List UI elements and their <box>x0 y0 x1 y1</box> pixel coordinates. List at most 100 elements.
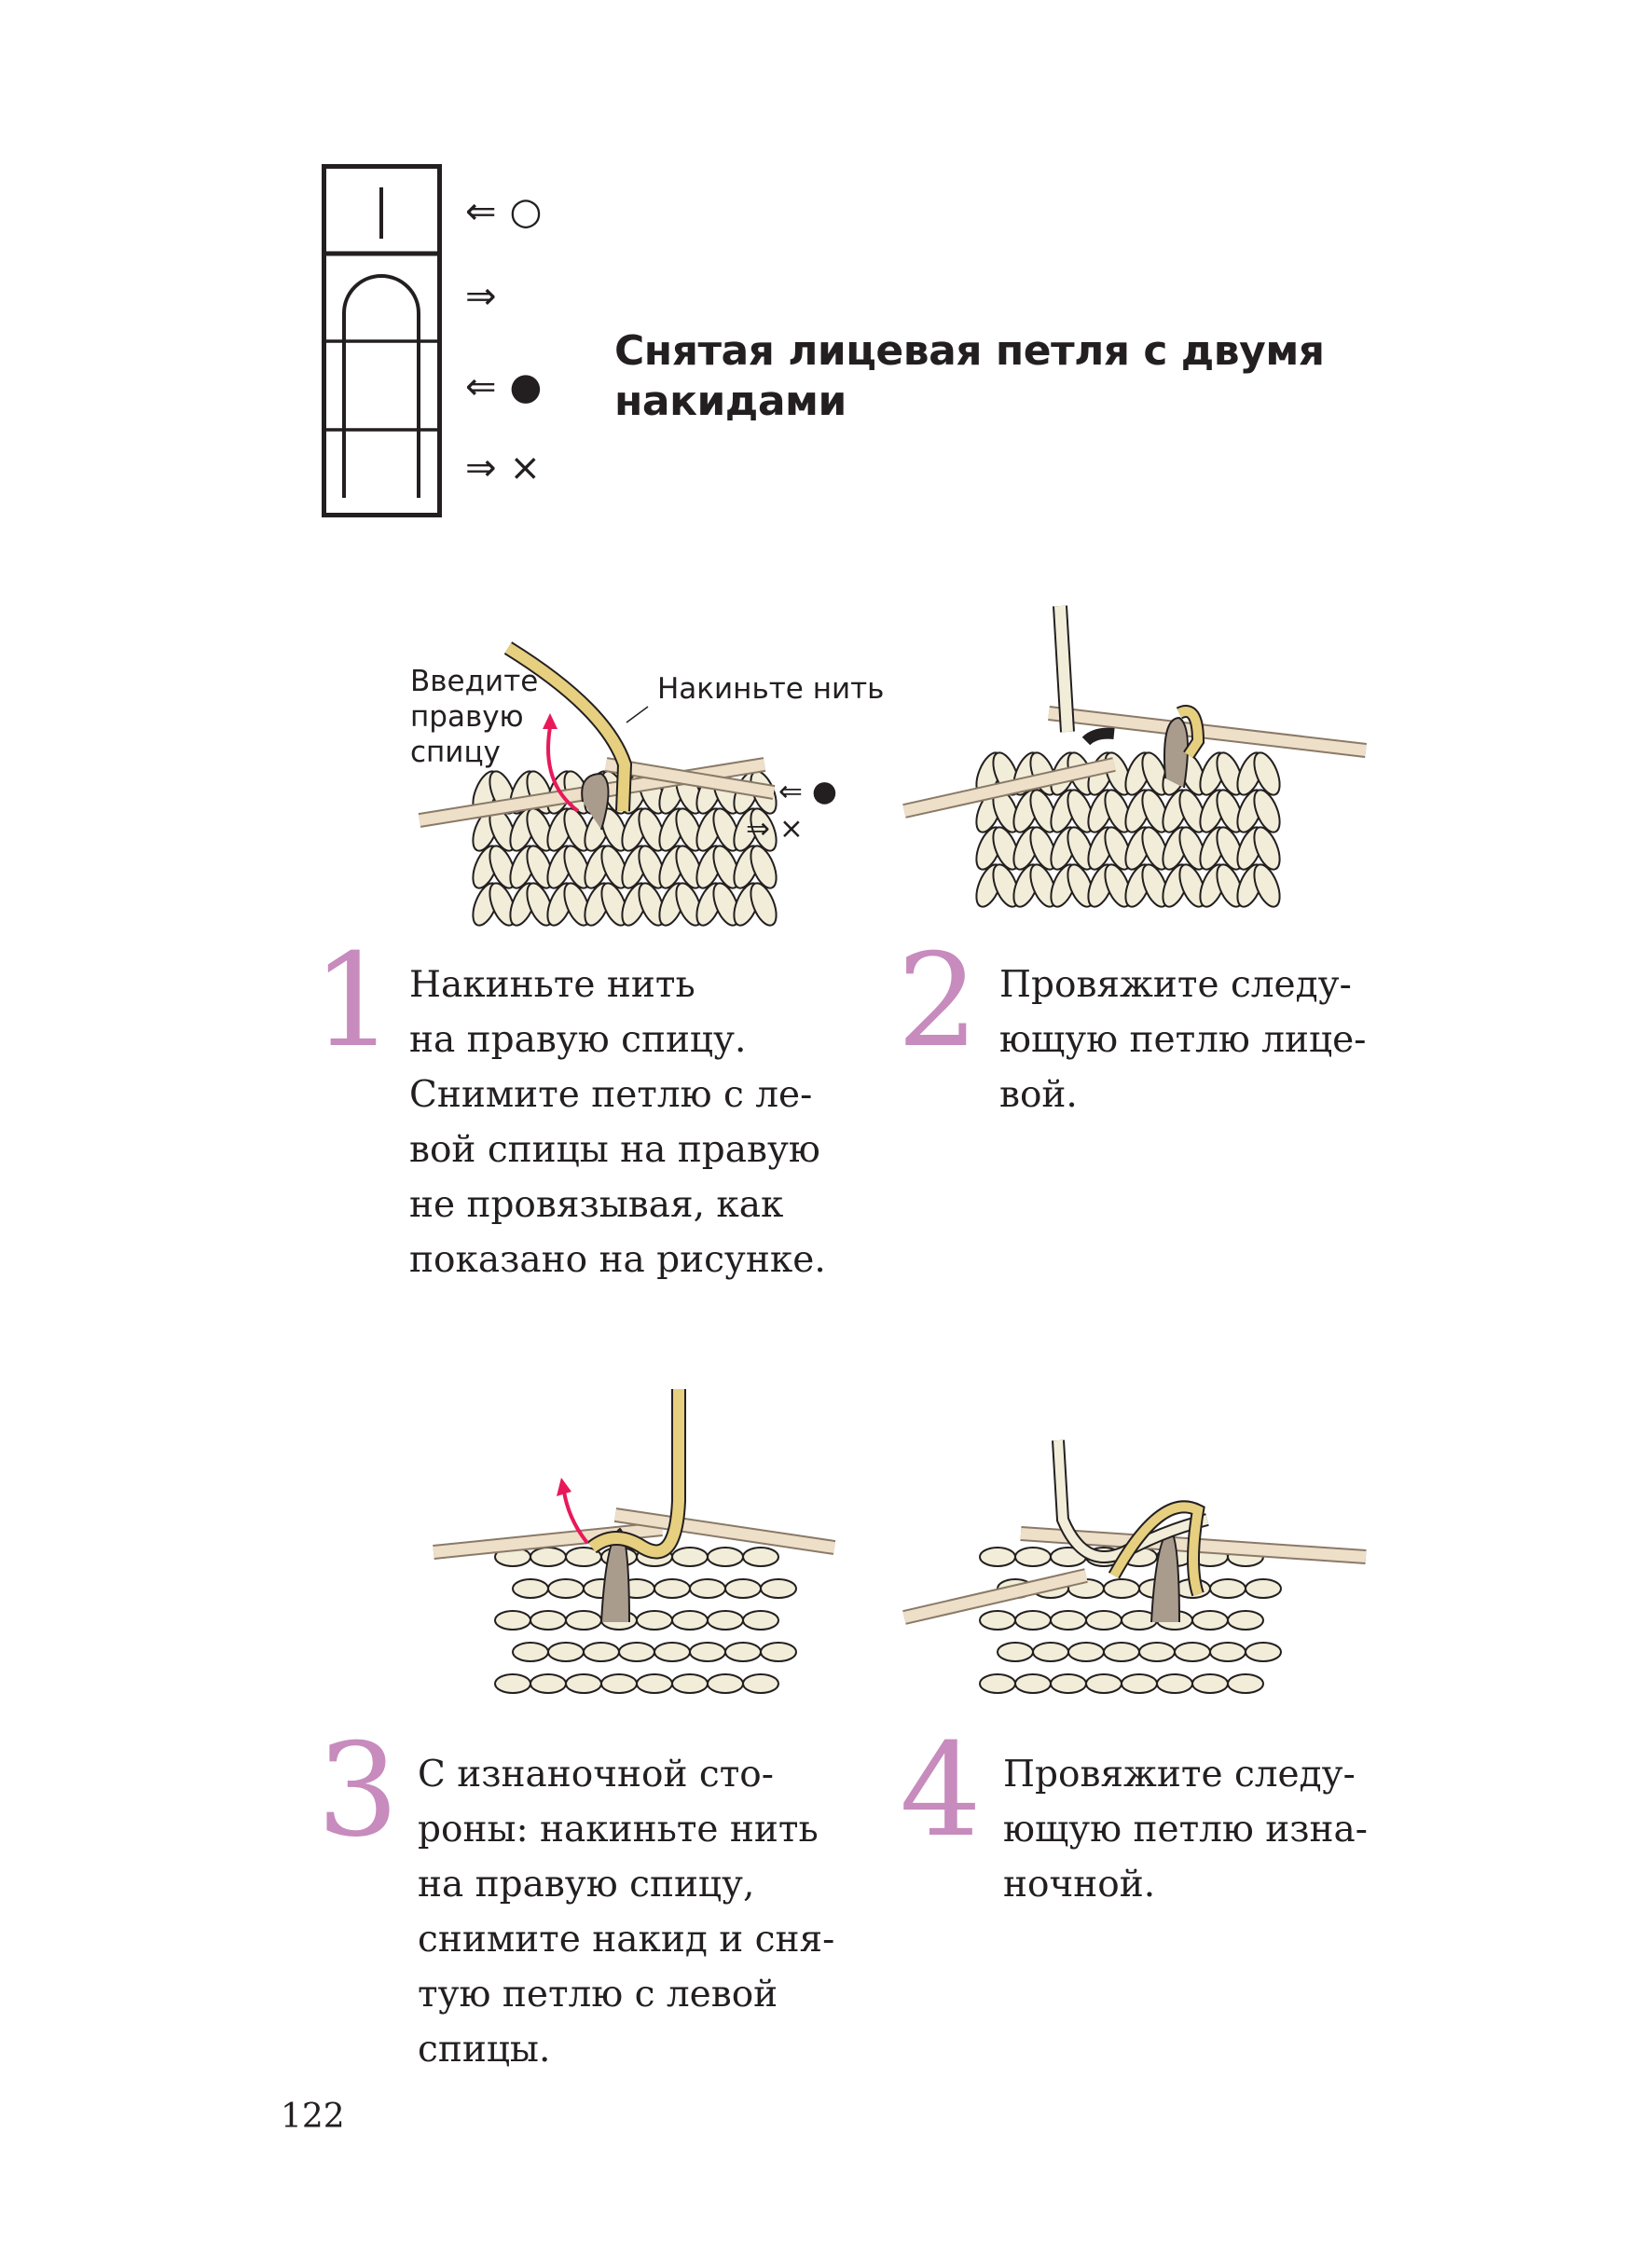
filled-circle-icon: ● <box>811 775 837 808</box>
purl-stitch <box>707 1673 744 1694</box>
purl-stitch <box>565 1610 602 1631</box>
text-line: Накиньте нить <box>409 964 695 1006</box>
purl-stitch <box>671 1673 709 1694</box>
step-number-3: 3 <box>317 1715 399 1865</box>
knit-stitch <box>600 882 628 927</box>
purl-stitch <box>1014 1610 1052 1631</box>
label-line: Введите <box>410 665 539 698</box>
text-line: ющую петлю изна- <box>1003 1809 1368 1851</box>
left-arrow-icon: ⇐ <box>465 365 497 408</box>
purl-stitch <box>512 1578 549 1599</box>
right-arrow-icon: ⇒ <box>465 275 497 318</box>
purl-stitch <box>494 1610 531 1631</box>
knit-stitch <box>1067 826 1094 871</box>
knit-stitch <box>1253 863 1281 908</box>
purl-stitch <box>742 1673 779 1694</box>
purl-stitch <box>618 1642 655 1662</box>
purl-stitch <box>707 1547 744 1567</box>
purl-stitch <box>979 1610 1016 1631</box>
step-text-2: Провяжите следу- ющую петлю лице- вой. <box>999 957 1366 1122</box>
purl-stitch <box>1138 1642 1176 1662</box>
text-line: снимите накид и сня- <box>418 1919 835 1961</box>
text-line: вой спицы на правую <box>409 1129 820 1171</box>
purl-stitch <box>742 1610 779 1631</box>
purl-stitch <box>724 1642 762 1662</box>
knit-stitch <box>1141 863 1169 908</box>
text-line: С изнаночной сто- <box>418 1754 774 1796</box>
text-line: Снимите петлю с ле- <box>409 1074 813 1116</box>
purl-stitch <box>1121 1673 1158 1694</box>
knit-stitch <box>1104 826 1132 871</box>
cross-icon: × <box>509 447 542 489</box>
text-line: Провяжите следу- <box>999 964 1352 1006</box>
text-line: вой. <box>999 1074 1078 1116</box>
knit-stitch <box>526 845 554 889</box>
text-line: ющую петлю лице- <box>999 1019 1367 1061</box>
knit-stitch <box>1216 863 1244 908</box>
purl-stitch <box>1032 1642 1069 1662</box>
knit-stitch <box>1029 789 1057 833</box>
knit-stitch <box>1141 789 1169 833</box>
knit-stitch <box>1178 826 1206 871</box>
filled-circle-icon: ● <box>509 365 543 408</box>
knit-stitch <box>1029 826 1057 871</box>
purl-stitch <box>1067 1642 1105 1662</box>
left-arrow-icon: ⇐ <box>465 190 497 233</box>
purl-stitch <box>1050 1610 1087 1631</box>
purl-stitch <box>1209 1578 1246 1599</box>
knit-stitch <box>1216 751 1244 796</box>
purl-stitch <box>979 1547 1016 1567</box>
purl-stitch <box>494 1673 531 1694</box>
purl-stitch <box>1014 1673 1052 1694</box>
text-line: спицы. <box>418 2029 551 2071</box>
purl-stitch <box>671 1610 709 1631</box>
purl-stitch <box>689 1642 726 1662</box>
knit-stitch <box>750 807 778 852</box>
knit-stitch <box>638 845 666 889</box>
step-text-4: Провяжите следу- ющую петлю изна- ночной… <box>1003 1747 1368 1912</box>
purl-stitch <box>636 1673 673 1694</box>
knit-stitch <box>1104 789 1132 833</box>
illustration-step-1 <box>418 641 778 927</box>
knit-stitch <box>600 845 628 889</box>
purl-stitch <box>547 1642 585 1662</box>
knit-stitch <box>712 807 740 852</box>
purl-stitch <box>547 1578 585 1599</box>
purl-stitch <box>671 1547 709 1567</box>
knit-stitch <box>1253 751 1281 796</box>
purl-fabric <box>494 1547 797 1694</box>
knit-stitch <box>526 882 554 927</box>
text-line: Провяжите следу- <box>1003 1754 1356 1796</box>
title-line: Снятая лицевая петля с двумя <box>614 327 1325 375</box>
knit-stitch <box>675 882 703 927</box>
knit-stitch <box>712 882 740 927</box>
purl-stitch <box>530 1673 567 1694</box>
purl-stitch <box>724 1578 762 1599</box>
knit-stitch <box>1216 789 1244 833</box>
knit-stitch <box>563 807 591 852</box>
knit-stitch <box>563 845 591 889</box>
step-text-1: Накиньте нить на правую спицу. Снимите п… <box>409 957 826 1287</box>
purl-stitch <box>1085 1610 1122 1631</box>
row-mark-right-side: ⇒ × <box>746 811 804 846</box>
text-line: показано на рисунке. <box>409 1239 826 1281</box>
page-number: 122 <box>281 2098 345 2136</box>
knit-stitch <box>1253 789 1281 833</box>
purl-stitch <box>742 1547 779 1567</box>
step-number-2: 2 <box>897 926 979 1076</box>
purl-stitch <box>997 1642 1034 1662</box>
knit-stitch <box>750 845 778 889</box>
cross-icon: × <box>778 812 804 846</box>
legend-row-1: ⇐ ○ <box>465 193 542 230</box>
row-mark-wrong-side: ⇐ ● <box>778 774 837 809</box>
purl-stitch <box>1245 1578 1282 1599</box>
right-arrow-icon: ⇒ <box>746 812 770 846</box>
purl-stitch <box>583 1642 620 1662</box>
knit-stitch <box>992 863 1020 908</box>
purl-stitch <box>1209 1642 1246 1662</box>
text-line: роны: накиньте нить <box>418 1809 819 1851</box>
knit-stitch <box>489 882 516 927</box>
purl-stitch <box>636 1610 673 1631</box>
knit-stitch <box>675 807 703 852</box>
stitch-chart-symbol <box>322 164 442 517</box>
